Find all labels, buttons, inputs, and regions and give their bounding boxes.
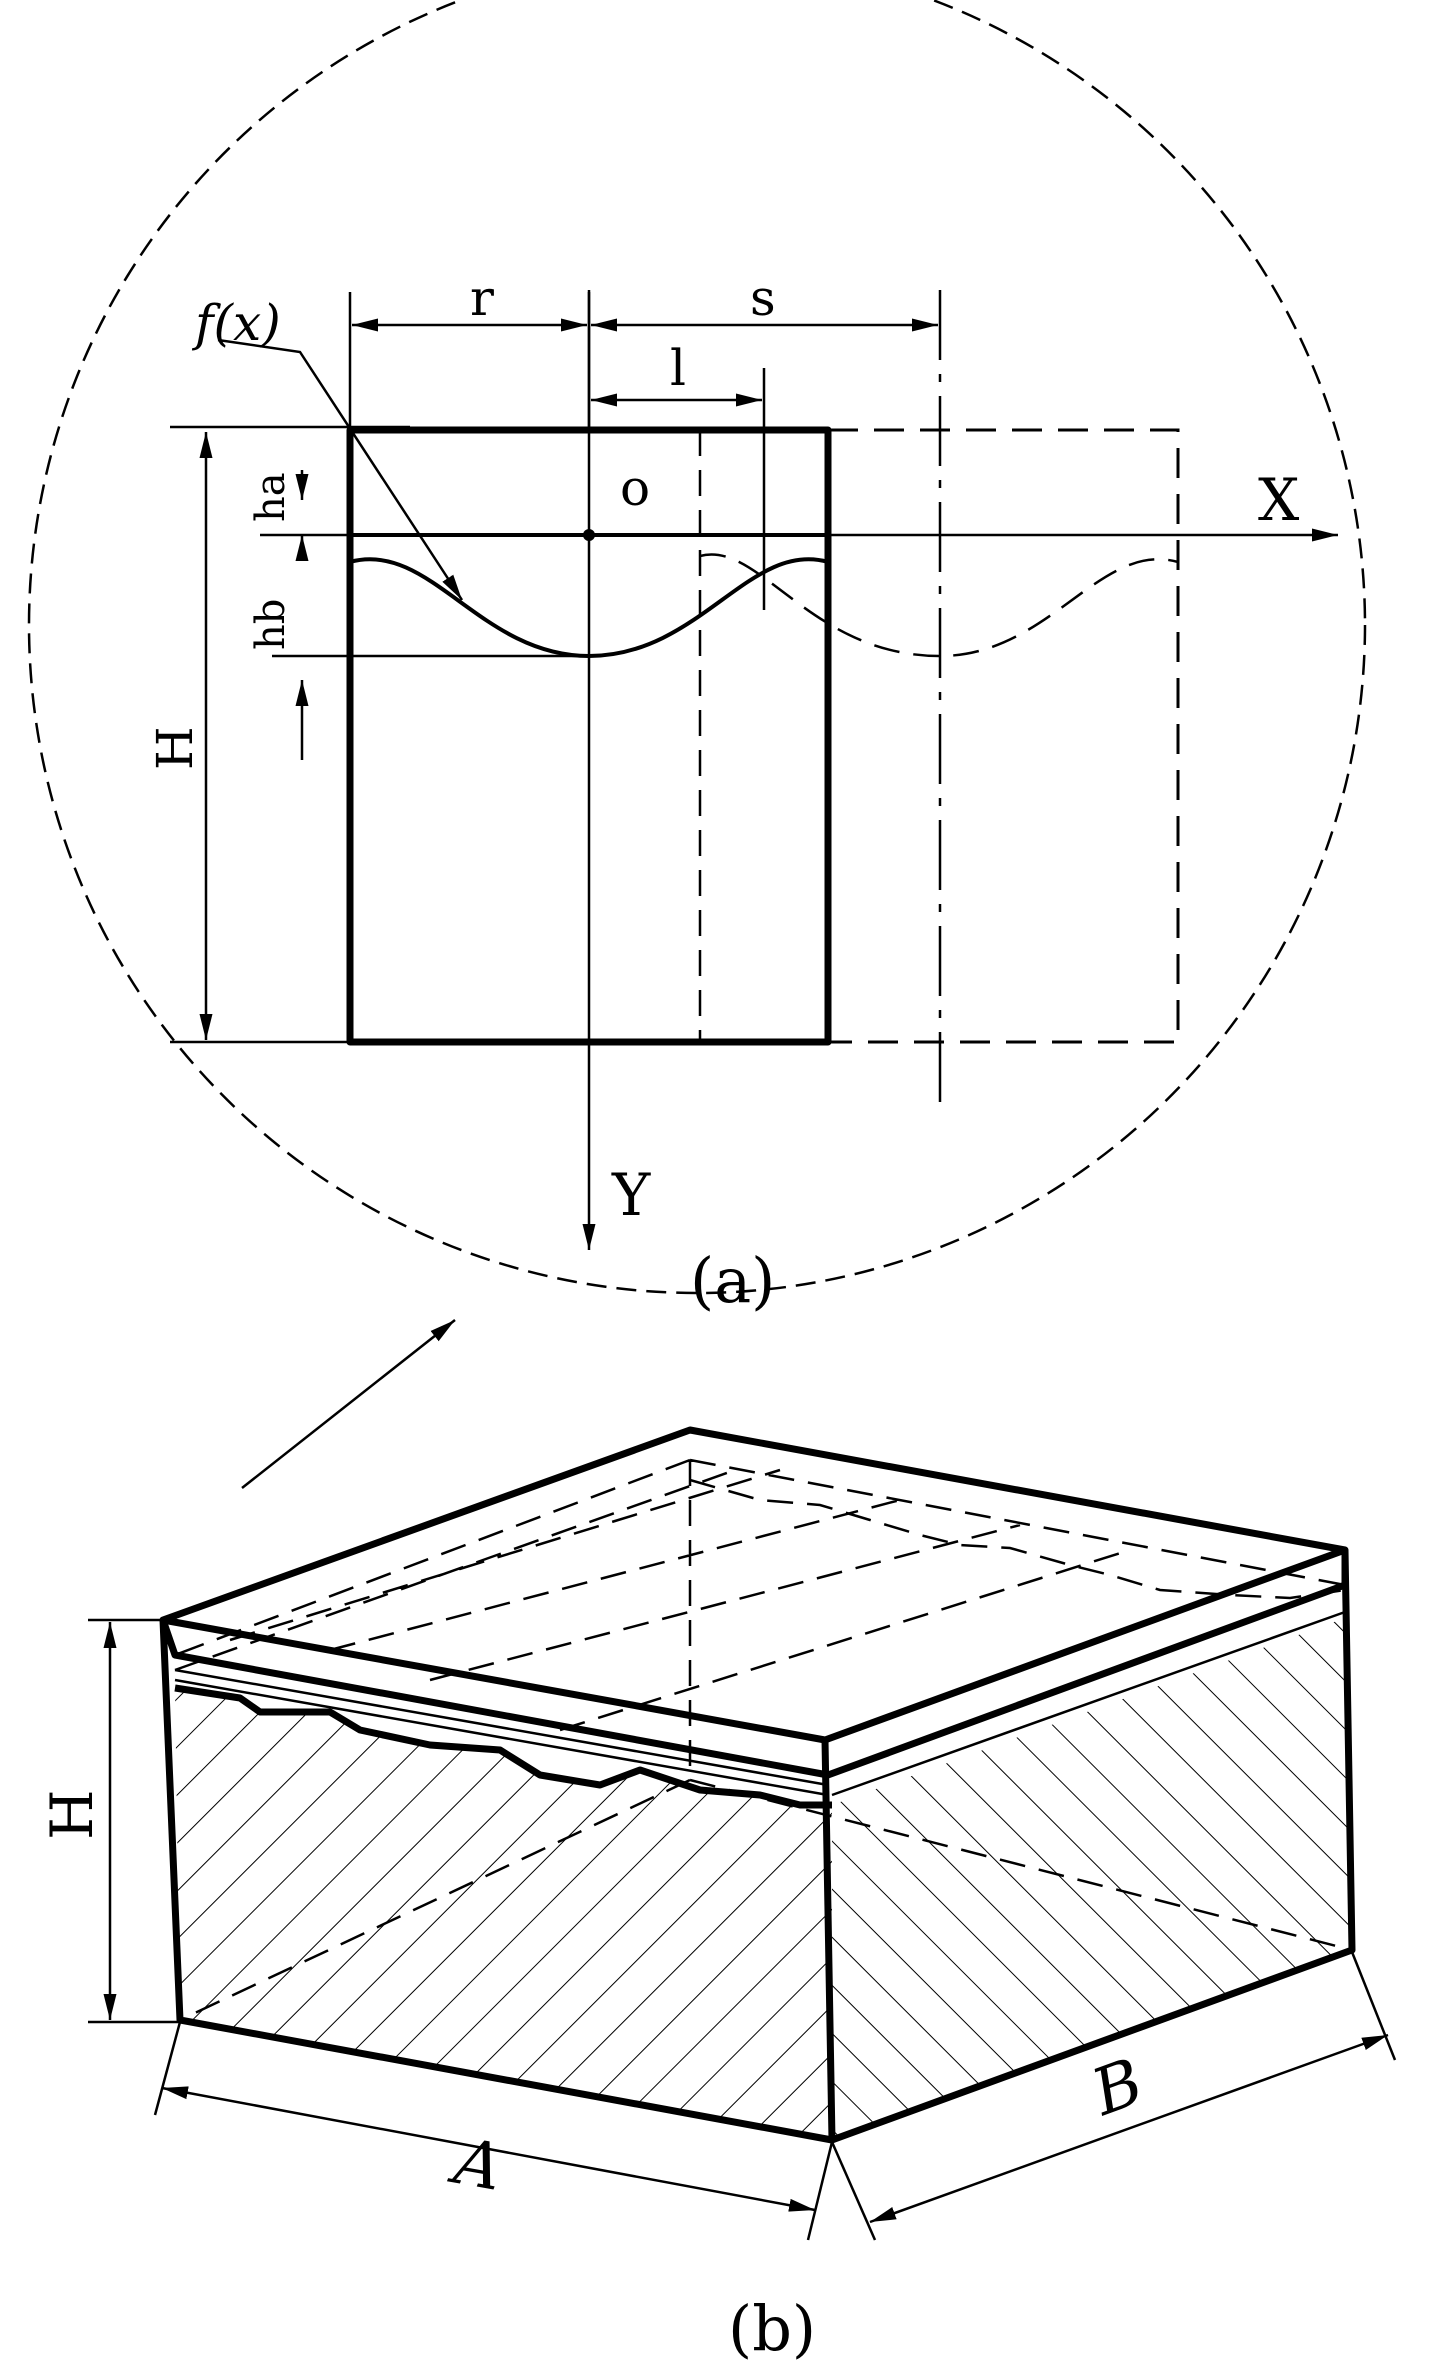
dim-B (869, 2033, 1389, 2224)
label-Y: Y (611, 1161, 651, 1229)
label-B: B (1082, 2045, 1152, 2131)
front-face-edge (159, 1619, 836, 2144)
label-r: r (470, 269, 494, 327)
label-H-b: H (38, 1789, 106, 1840)
dim-A-ext-left (153, 2021, 182, 2116)
label-l: l (670, 339, 686, 397)
front-face-hatch (175, 1688, 832, 2140)
detail-a: f(x) r s l o ha hb H X Y (a) (27, 0, 1367, 1317)
wave-fx-dashed (699, 553, 1179, 658)
magnifier-circle (27, 0, 1367, 1295)
dim-B-ext-left (830, 2141, 877, 2241)
detail-leader (241, 1319, 456, 1489)
front-thin-lines (174, 1668, 829, 1797)
dim-A-ext-right (806, 2141, 834, 2241)
right-face-hatch (832, 1618, 1352, 2140)
hidden-edges (174, 1458, 1353, 2022)
origin-point (583, 529, 595, 541)
label-ha: ha (248, 472, 294, 522)
label-fx: f(x) (191, 294, 281, 352)
caption-a: (a) (690, 1244, 775, 1317)
label-A: A (444, 2124, 507, 2206)
label-o: o (620, 459, 650, 517)
label-X: X (1258, 466, 1300, 534)
label-H-a: H (146, 726, 204, 770)
dim-B-ext-right (1350, 1951, 1397, 2061)
neighbour-block-dashed (828, 428, 1180, 1044)
view-b: H A B (b) (38, 1426, 1397, 2365)
right-face-line (831, 1610, 1346, 1797)
caption-b: (b) (728, 2292, 816, 2365)
label-hb: hb (248, 599, 294, 650)
dim-A (161, 2086, 816, 2212)
fx-leader (217, 338, 464, 601)
hidden-wave-top (689, 1478, 1346, 1600)
label-s: s (750, 269, 776, 327)
